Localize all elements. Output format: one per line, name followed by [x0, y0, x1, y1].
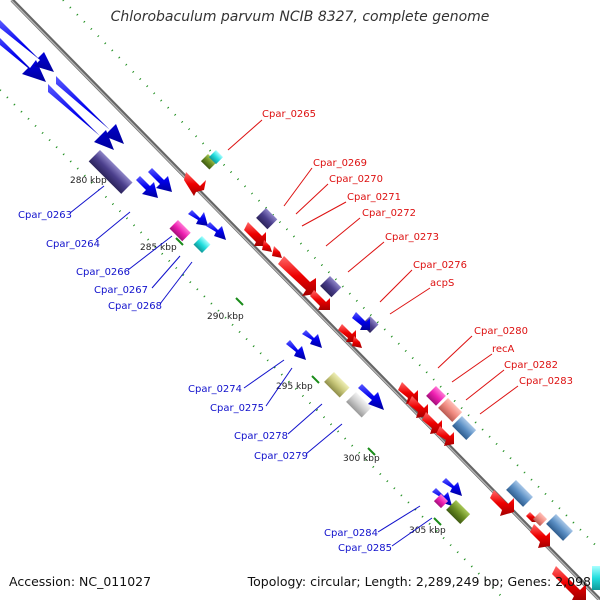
gene-label-cpar_0282[interactable]: Cpar_0282	[504, 360, 558, 371]
tick-label-285: 285 kbp	[140, 243, 177, 253]
gene-label-cpar_0265[interactable]: Cpar_0265	[262, 109, 316, 120]
gene-arrow-cpar_0289[interactable]	[546, 514, 573, 541]
gene-arrow-cpar_0266[interactable]	[169, 220, 191, 242]
gene-arrow-cpar_0264[interactable]	[148, 168, 172, 192]
accession-text: Accession: NC_011027	[9, 574, 152, 589]
gene-arrow-cpar_0272a[interactable]	[272, 246, 282, 258]
gene-arrow-cpar_0287[interactable]	[490, 490, 514, 516]
gene-arrow-cpar_0265b[interactable]	[208, 150, 224, 165]
gene-arrow-cpar_0276b[interactable]	[338, 324, 356, 342]
gene-arrow-cpar_0283c[interactable]	[436, 426, 454, 446]
gene-arrow-cpar_0290[interactable]	[552, 566, 586, 600]
gene-arrow-cpar_0267[interactable]	[188, 210, 208, 226]
gene-label-cpar_0284[interactable]: Cpar_0284	[324, 528, 378, 539]
gene-arrow-cpar_0262[interactable]	[88, 150, 133, 194]
gene-label-cpar_0275[interactable]: Cpar_0275	[210, 403, 264, 414]
gene-arrow-cpar_0261[interactable]	[56, 76, 124, 144]
gene-arrow-cpar_0285b[interactable]	[442, 478, 462, 496]
gene-arrow-cpar_0286[interactable]	[446, 500, 471, 525]
gene-arrow-acps[interactable]	[352, 312, 370, 330]
gene-label-cpar_0280[interactable]: Cpar_0280	[474, 326, 528, 337]
gene-label-cpar_0264[interactable]: Cpar_0264	[46, 239, 100, 250]
gene-label-cpar_0267[interactable]: Cpar_0267	[94, 285, 148, 296]
gene-label-cpar_0269[interactable]: Cpar_0269	[313, 158, 367, 169]
gene-arrow-cpar_0279[interactable]	[358, 384, 384, 410]
gene-arrow-cpar_0277[interactable]	[324, 372, 350, 398]
gene-arrow-cpar_0288b[interactable]	[532, 512, 548, 527]
tick-label-280: 280 kbp	[70, 176, 107, 186]
gene-arrow-cpar_0289b[interactable]	[530, 524, 550, 548]
gene-arrow-cpar_0269[interactable]	[256, 208, 278, 230]
gene-arrow-cpar_0291[interactable]	[592, 566, 600, 590]
gene-label-cpar_0270[interactable]: Cpar_0270	[329, 174, 383, 185]
gene-arrow-cpar_0273b[interactable]	[310, 290, 330, 310]
gene-arrow-cpar_0263[interactable]	[136, 176, 158, 198]
tick-label-295: 295 kbp	[276, 382, 313, 392]
gene-label-cpar_0278[interactable]: Cpar_0278	[234, 431, 288, 442]
gene-label-cpar_0283[interactable]: Cpar_0283	[519, 376, 573, 387]
tick-marks	[111, 171, 442, 526]
gene-arrow-cpar_0275[interactable]	[302, 330, 322, 348]
gene-label-cpar_0268[interactable]: Cpar_0268	[108, 301, 162, 312]
outer-guide-track	[62, 0, 600, 552]
forward-callouts	[69, 185, 433, 547]
gene-arrow-cpar_0272[interactable]	[278, 256, 316, 296]
gene-arrow-cpar_0278[interactable]	[346, 392, 372, 418]
gene-label-cpar_0271[interactable]: Cpar_0271	[347, 192, 401, 203]
gene-arrow-cpar_0265a[interactable]	[200, 154, 217, 170]
gene-arrow-cpar_0283b[interactable]	[422, 412, 442, 434]
gene-label-cpar_0263[interactable]: Cpar_0263	[18, 210, 72, 221]
gene-label-cpar_0276[interactable]: Cpar_0276	[413, 260, 467, 271]
gene-arrow-cpar_0273[interactable]	[320, 276, 342, 298]
gene-arrow-cpar_0287b[interactable]	[506, 480, 533, 507]
gene-arrow-cpar_0283[interactable]	[408, 396, 428, 418]
gene-arrow-cpar_0274[interactable]	[286, 340, 306, 360]
gene-label-acps[interactable]: acpS	[430, 278, 454, 289]
gene-arrow-cpar_0260[interactable]	[48, 84, 114, 150]
gene-label-reca[interactable]: recA	[492, 344, 515, 355]
gene-label-cpar_0285[interactable]: Cpar_0285	[338, 543, 392, 554]
tick-label-290: 290 kbp	[207, 312, 244, 322]
gene-arrow-cpar_0267b[interactable]	[193, 236, 211, 253]
gene-arrow-cpar_0268[interactable]	[206, 222, 226, 240]
gene-arrow-cpar_0265[interactable]	[184, 172, 206, 196]
inner-guide-track	[0, 89, 506, 600]
reverse-callouts	[227, 119, 519, 415]
gene-label-cpar_0279[interactable]: Cpar_0279	[254, 451, 308, 462]
tick-label-300: 300 kbp	[343, 454, 380, 464]
gene-label-cpar_0274[interactable]: Cpar_0274	[188, 384, 242, 395]
gene-arrow-cpar_0258[interactable]	[0, 32, 46, 82]
reverse-genes	[184, 150, 600, 600]
gene-arrow-cpar_0282[interactable]	[452, 416, 477, 441]
gene-arrow-cpar_0270[interactable]	[244, 222, 266, 246]
gene-arrow-reca[interactable]	[438, 398, 463, 423]
gene-arrow-cpar_0271[interactable]	[262, 240, 272, 252]
tick-label-305: 305 kbp	[409, 526, 446, 536]
gene-arrow-reca-pink[interactable]	[426, 386, 446, 406]
gene-arrow-cpar_0259[interactable]	[0, 20, 54, 72]
topology-text: Topology: circular; Length: 2,289,249 bp…	[247, 574, 591, 589]
gene-label-cpar_0273[interactable]: Cpar_0273	[385, 232, 439, 243]
forward-genes	[0, 20, 471, 525]
gene-label-cpar_0266[interactable]: Cpar_0266	[76, 267, 130, 278]
map-title: Chlorobaculum parvum NCIB 8327, complete…	[110, 9, 490, 25]
gene-arrow-cpar_0276c[interactable]	[352, 336, 362, 348]
gene-label-cpar_0272[interactable]: Cpar_0272	[362, 208, 416, 219]
gene-arrow-cpar_0285[interactable]	[433, 494, 449, 509]
